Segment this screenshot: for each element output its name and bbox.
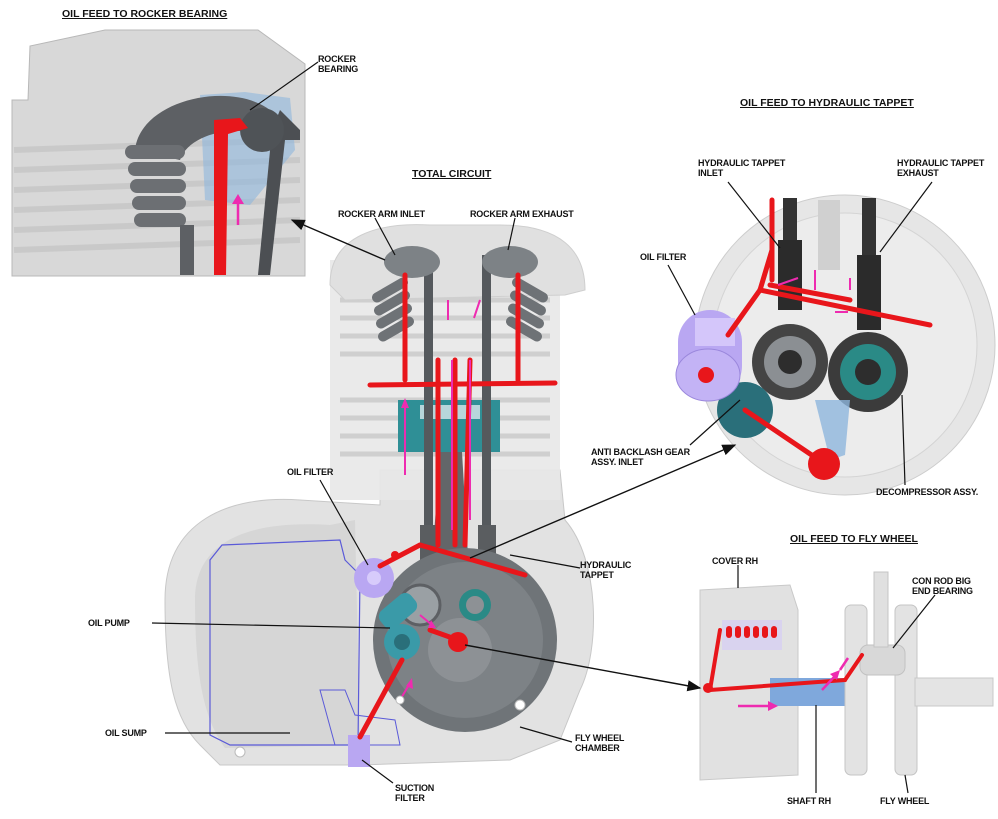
con-rod-big-end (860, 645, 905, 675)
label-tappet-inlet: HYDRAULIC TAPPET INLET (698, 158, 785, 178)
hydraulic-tappet-exhaust (857, 255, 881, 330)
label-decompressor: DECOMPRESSOR ASSY. (876, 487, 978, 497)
oil-filter-right (676, 310, 742, 401)
label-oil-filter-right: OIL FILTER (640, 252, 686, 262)
total-circuit-engine (165, 225, 594, 767)
title-total-circuit: TOTAL CIRCUIT (412, 168, 491, 180)
leader-oil-filter-right (668, 265, 695, 315)
label-con-rod: CON ROD BIG END BEARING (912, 576, 973, 596)
label-hydraulic-tappet: HYDRAULIC TAPPET (580, 560, 631, 580)
title-rocker-bearing: OIL FEED TO ROCKER BEARING (62, 8, 227, 20)
fly-wheel-inset (700, 572, 993, 780)
label-fly-wheel-chamber: FLY WHEEL CHAMBER (575, 733, 624, 753)
title-hydraulic-tappet: OIL FEED TO HYDRAULIC TAPPET (740, 97, 914, 109)
label-rocker-arm-inlet: ROCKER ARM INLET (338, 209, 425, 219)
rocker-bearing-inset (12, 30, 305, 276)
push-rod-inlet (424, 255, 433, 535)
label-anti-backlash: ANTI BACKLASH GEAR ASSY. INLET (591, 447, 690, 467)
leader-fly-wheel (905, 775, 908, 793)
label-cover-rh: COVER RH (712, 556, 758, 566)
label-fly-wheel: FLY WHEEL (880, 796, 929, 806)
fly-wheel-left (845, 605, 867, 775)
label-rocker-arm-exhaust: ROCKER ARM EXHAUST (470, 209, 574, 219)
label-rocker-bearing: ROCKER BEARING (318, 54, 358, 74)
label-suction-filter: SUCTION FILTER (395, 783, 434, 803)
label-shaft-rh: SHAFT RH (787, 796, 831, 806)
title-fly-wheel: OIL FEED TO FLY WHEEL (790, 533, 918, 545)
suction-filter (348, 735, 370, 767)
label-oil-filter: OIL FILTER (287, 467, 333, 477)
fly-wheel-right (895, 605, 917, 775)
label-oil-sump: OIL SUMP (105, 728, 147, 738)
label-oil-pump: OIL PUMP (88, 618, 130, 628)
label-tappet-exhaust: HYDRAULIC TAPPET EXHAUST (897, 158, 984, 178)
push-rod-exhaust (482, 255, 491, 535)
rocker-bearing (240, 108, 284, 152)
rocker-arm-exhaust (482, 246, 538, 278)
